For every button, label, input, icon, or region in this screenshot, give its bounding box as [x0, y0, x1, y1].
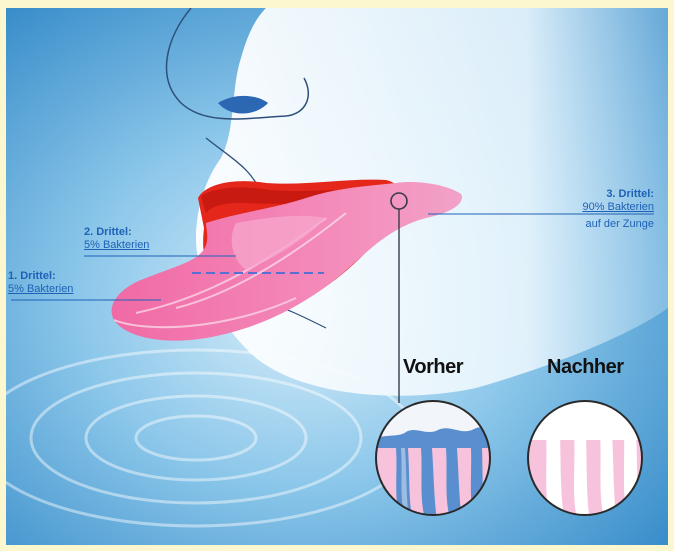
- heading-after: Nachher: [547, 356, 624, 379]
- label-third2: 2. Drittel: 5% Bakterien: [84, 226, 149, 252]
- label-third3: 3. Drittel: 90% Bakterien auf der Zunge: [582, 188, 654, 231]
- label-third2-value: 5% Bakterien: [84, 239, 149, 252]
- label-third3-title: 3. Drittel:: [582, 188, 654, 201]
- label-third1: 1. Drittel: 5% Bakterien: [8, 270, 73, 296]
- tongue-bacteria-diagram: [6, 8, 668, 545]
- label-third3-subtitle: auf der Zunge: [582, 218, 654, 231]
- label-third1-title: 1. Drittel:: [8, 270, 73, 283]
- label-third1-value: 5% Bakterien: [8, 283, 73, 296]
- illustration: 1. Drittel: 5% Bakterien 2. Drittel: 5% …: [6, 8, 668, 545]
- label-third2-title: 2. Drittel:: [84, 226, 149, 239]
- heading-before: Vorher: [403, 356, 463, 379]
- label-third3-value: 90% Bakterien: [582, 201, 654, 214]
